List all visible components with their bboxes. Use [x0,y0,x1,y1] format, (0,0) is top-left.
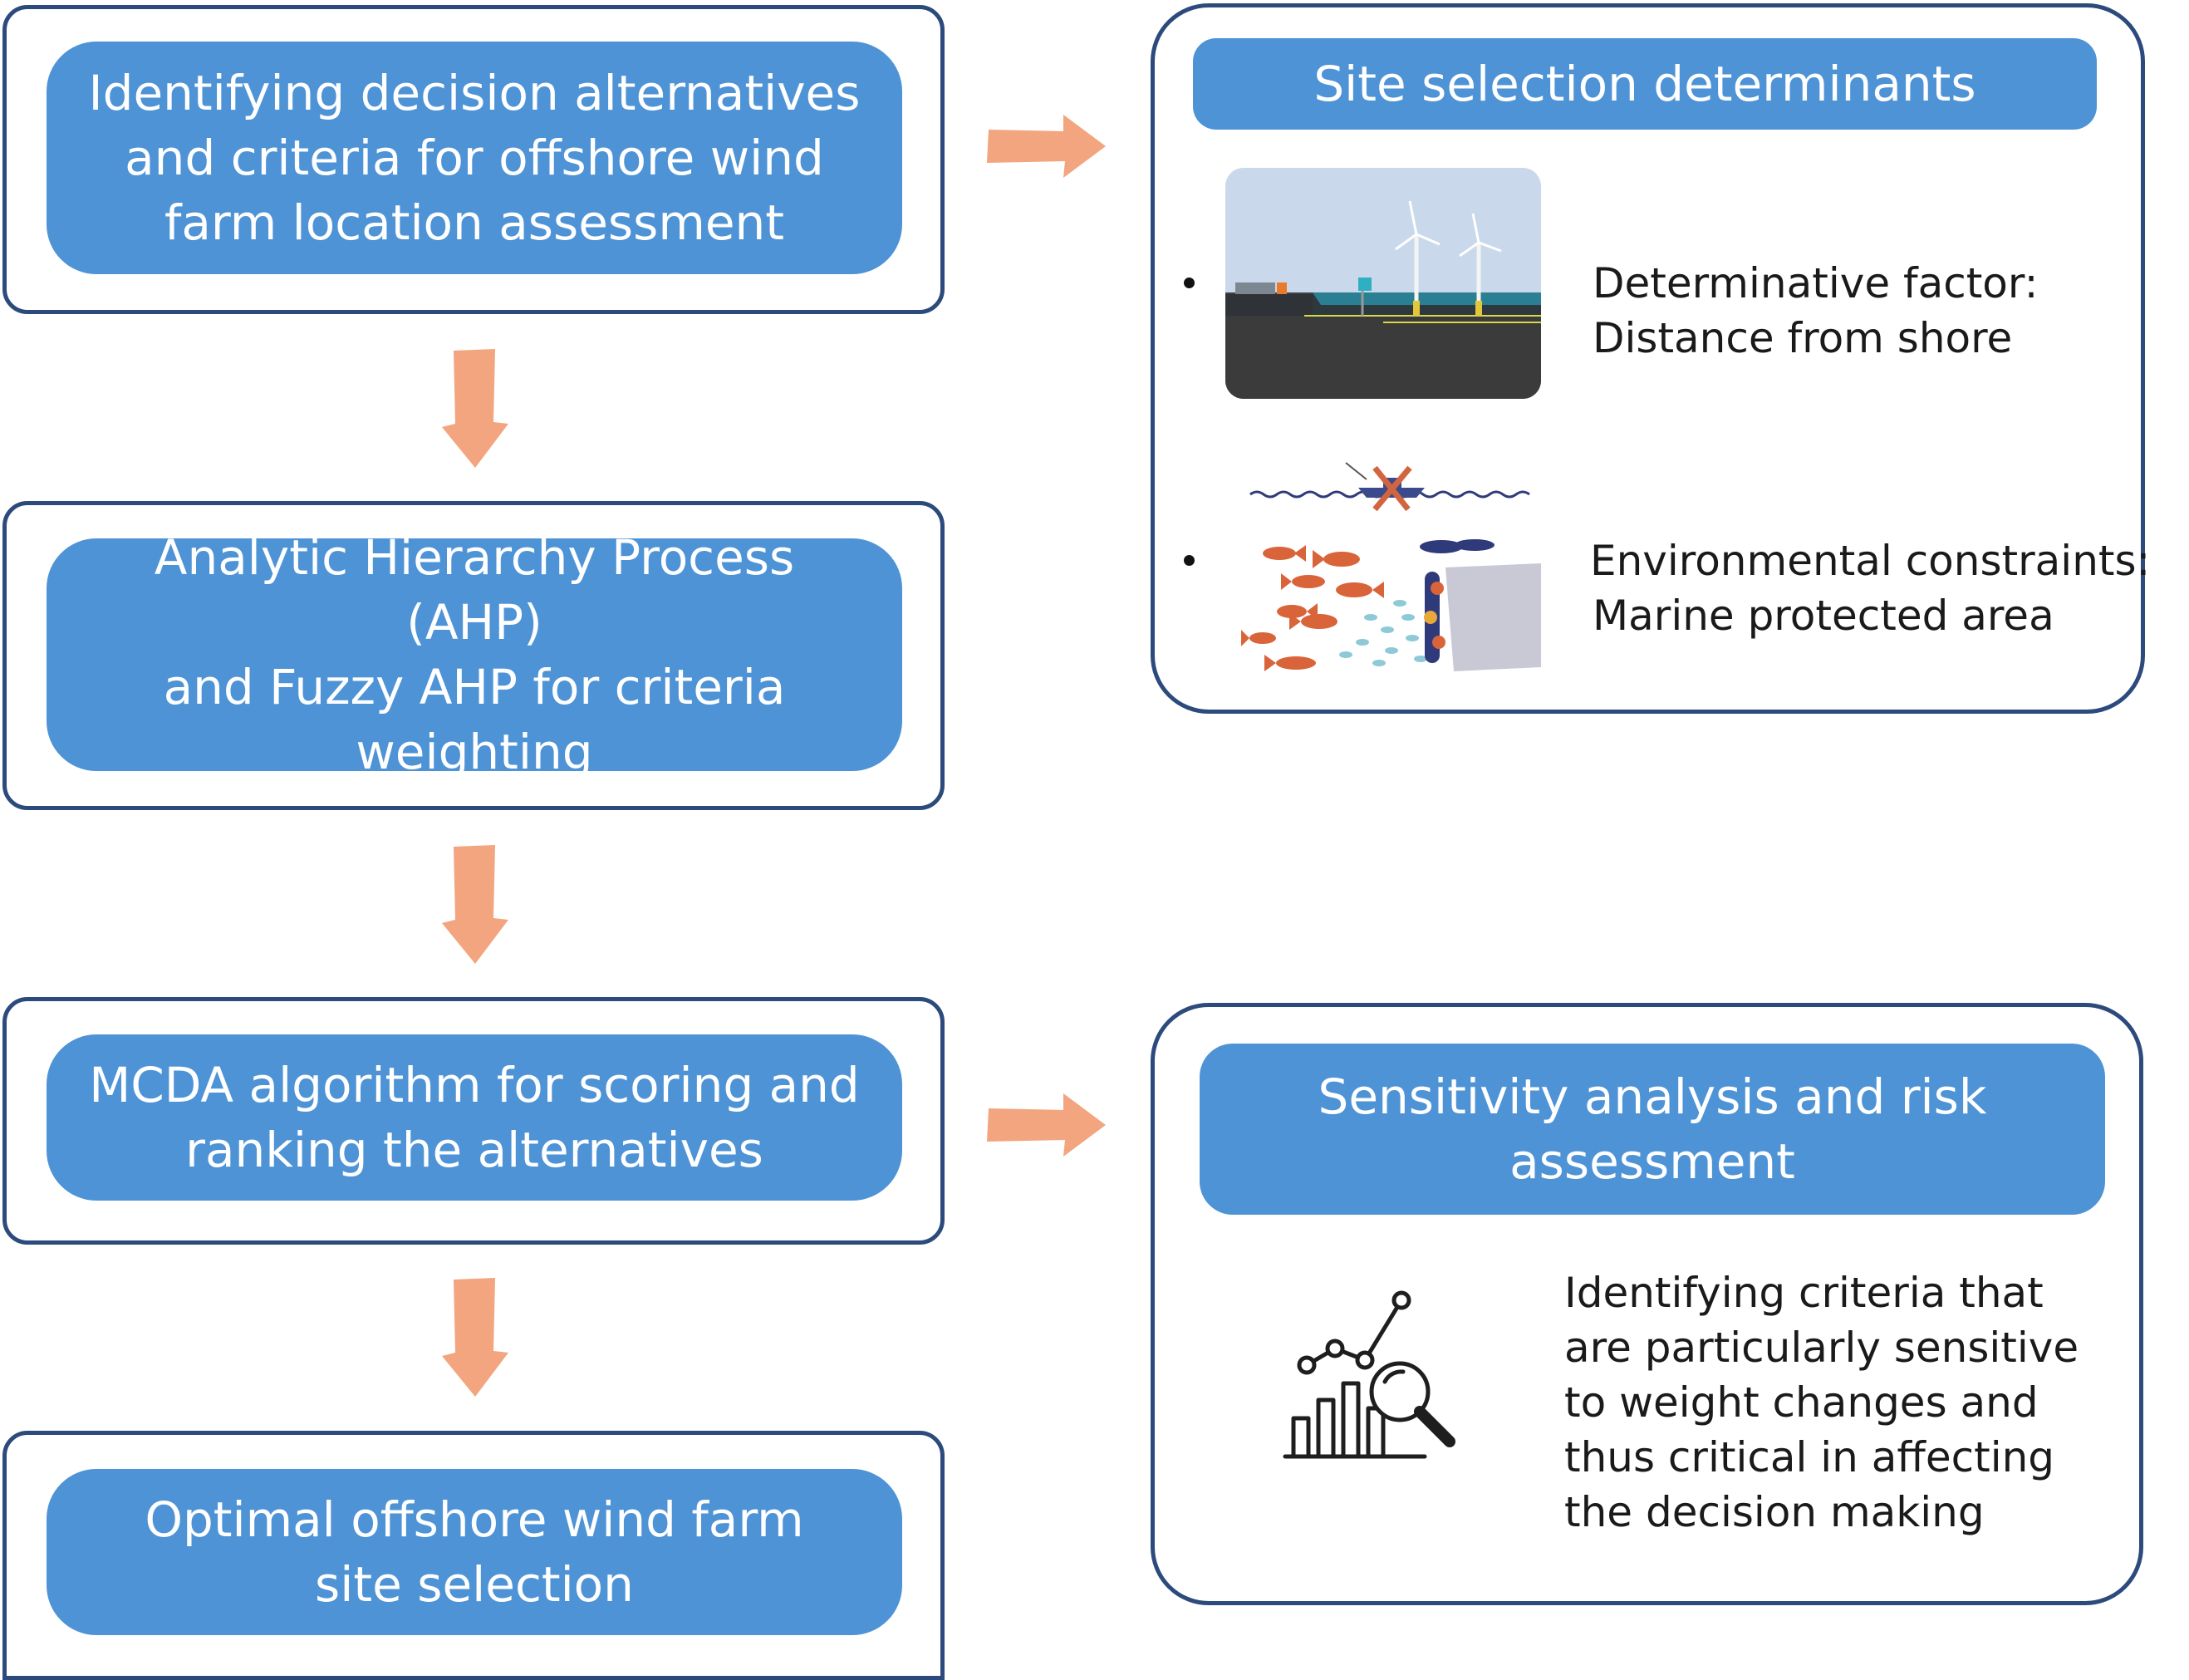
down-arrow-icon [442,349,508,468]
step-3-line-1: MCDA algorithm for scoring and [89,1057,860,1113]
step-2-line-1: Analytic Hierarchy Process (AHP) [154,529,795,651]
step-2-box: Analytic Hierarchy Process (AHP) and Fuz… [47,529,902,780]
sensitivity-title: Sensitivity analysis and risk assessment [1200,1044,2105,1215]
step-3-box: MCDA algorithm for scoring and ranking t… [47,1034,902,1201]
step-1-line-1: Identifying decision alternatives [88,65,861,121]
step-1-line-2: and criteria for offshore wind [125,130,824,186]
step-1-line-3: farm location assessment [164,194,785,251]
step-2-line-2: and Fuzzy AHP for criteria [163,659,786,715]
determinants-title: Site selection determinants [1193,38,2097,130]
marine-life-icon [1241,539,1541,671]
analytics-magnifier-icon [1283,1290,1455,1459]
wind-farm-diagram-icon [1225,168,1541,399]
right-arrow-icon [987,1093,1106,1157]
bullet-dot [1184,278,1195,288]
step-1-box: Identifying decision alternatives and cr… [47,42,902,274]
down-arrow-icon [442,845,508,964]
step-2-line-3: weighting [356,724,593,780]
environmental-constraints-text: Environmental constraints: Marine protec… [1590,537,2151,640]
sensitivity-title-line-1: Sensitivity analysis and risk [1318,1068,1987,1125]
sensitivity-description: Identifying criteria that are particular… [1564,1269,2079,1536]
determinative-factor-text: Determinative factor: Distance from shor… [1593,259,2039,362]
bullet-dot [1184,555,1195,566]
step-4-box: Optimal offshore wind farm site selectio… [47,1469,902,1635]
step-4-line-1: Optimal offshore wind farm [145,1491,804,1548]
sensitivity-title-line-2: assessment [1509,1133,1795,1190]
down-arrow-icon [442,1278,508,1397]
right-arrow-icon [987,115,1106,178]
step-3-line-2: ranking the alternatives [185,1122,763,1178]
fishing-ban-icon [1249,462,1530,512]
step-4-line-2: site selection [315,1556,634,1613]
